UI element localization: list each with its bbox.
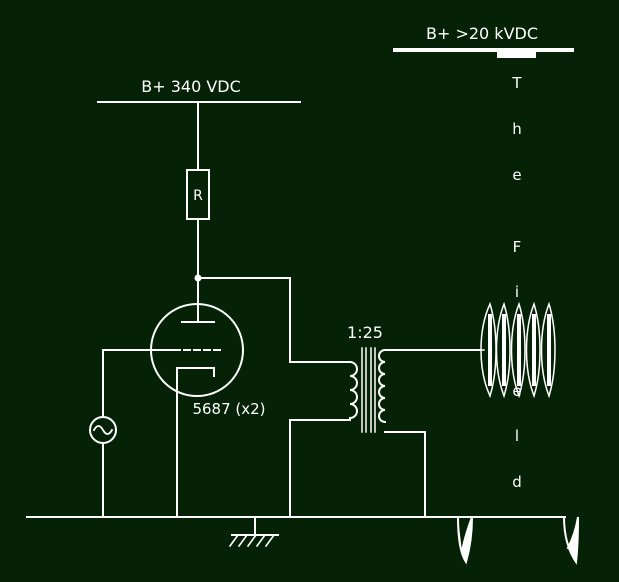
primary-winding xyxy=(348,360,358,420)
tube-cathode xyxy=(176,367,215,397)
resistor-label: R xyxy=(193,188,203,204)
high-voltage-terminal xyxy=(497,50,536,58)
streamer-2 xyxy=(495,301,511,399)
caption-letter: h xyxy=(512,120,522,138)
vertical-caption: T h e F i e l d xyxy=(511,74,522,491)
tube-label: 5687 (x2) xyxy=(192,400,265,418)
supply-low-label: B+ 340 VDC xyxy=(141,77,241,96)
caption-letter: T xyxy=(511,74,522,92)
wire-plate-to-primary xyxy=(197,277,351,363)
transformer-ratio-label: 1:25 xyxy=(347,323,383,342)
caption-letter: i xyxy=(515,283,519,301)
wire-primary-to-ground xyxy=(289,419,351,518)
caption-letter: F xyxy=(513,238,522,256)
caption-letter: d xyxy=(512,473,522,491)
streamer-5 xyxy=(540,301,556,399)
wire-secondary-to-ground xyxy=(384,431,426,518)
caption-letter: e xyxy=(512,382,521,400)
caption-letter: e xyxy=(512,166,521,184)
streamer-3 xyxy=(510,301,526,399)
streamer-4 xyxy=(525,301,541,399)
transformer-icon xyxy=(348,347,387,433)
spark-discharge-icon xyxy=(479,301,556,399)
streamer-1 xyxy=(480,301,497,399)
ground-icon xyxy=(228,516,279,548)
secondary-winding xyxy=(378,348,387,424)
caption-letter: l xyxy=(515,427,519,445)
bottom-electrode-right xyxy=(562,515,579,565)
ac-source-icon xyxy=(89,416,117,444)
supply-high-label: B+ >20 kVDC xyxy=(426,24,538,43)
bottom-electrode-left xyxy=(456,515,473,565)
